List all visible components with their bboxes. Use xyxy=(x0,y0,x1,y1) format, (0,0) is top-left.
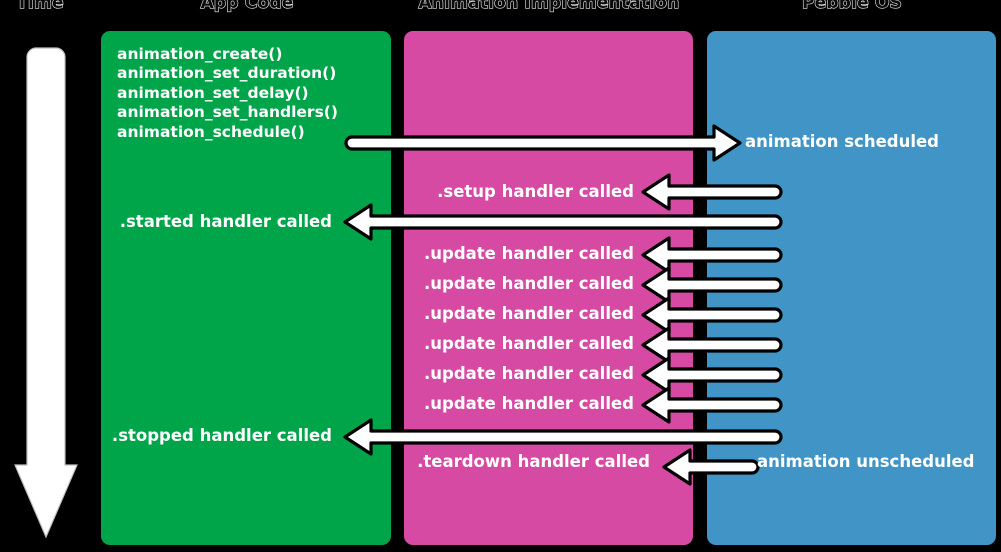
message-animation-unscheduled: animation unscheduled xyxy=(757,452,975,471)
lane-app-code xyxy=(101,31,391,545)
code-line: animation_set_handlers() xyxy=(117,103,338,122)
column-header-time: Time xyxy=(16,0,64,14)
message-started-handler: .started handler called xyxy=(119,212,332,231)
message-stopped-handler: .stopped handler called xyxy=(111,426,332,445)
message-setup-handler: .setup handler called xyxy=(437,182,634,201)
column-header-animation-implementation: Animation Implementation xyxy=(418,0,680,14)
code-line: animation_schedule() xyxy=(117,122,305,141)
code-line: animation_create() xyxy=(117,45,283,63)
message-update-handler: .update handler called xyxy=(424,334,634,353)
message-update-handler: .update handler called xyxy=(424,394,634,413)
code-line: animation_set_duration() xyxy=(117,64,337,83)
app-code-call-list: animation_create() animation_set_duratio… xyxy=(117,45,338,142)
message-update-handler: .update handler called xyxy=(424,304,634,323)
column-header-app-code: App Code xyxy=(200,0,294,14)
message-update-handler: .update handler called xyxy=(424,364,634,383)
code-line: animation_set_delay() xyxy=(117,83,309,102)
message-animation-scheduled: animation scheduled xyxy=(745,132,939,151)
column-header-pebble-os: Pebble OS xyxy=(801,0,903,14)
message-teardown-handler: .teardown handler called xyxy=(417,452,650,471)
message-update-handler: .update handler called xyxy=(424,244,634,263)
time-down-arrow-icon xyxy=(14,47,78,539)
message-update-handler: .update handler called xyxy=(424,274,634,293)
